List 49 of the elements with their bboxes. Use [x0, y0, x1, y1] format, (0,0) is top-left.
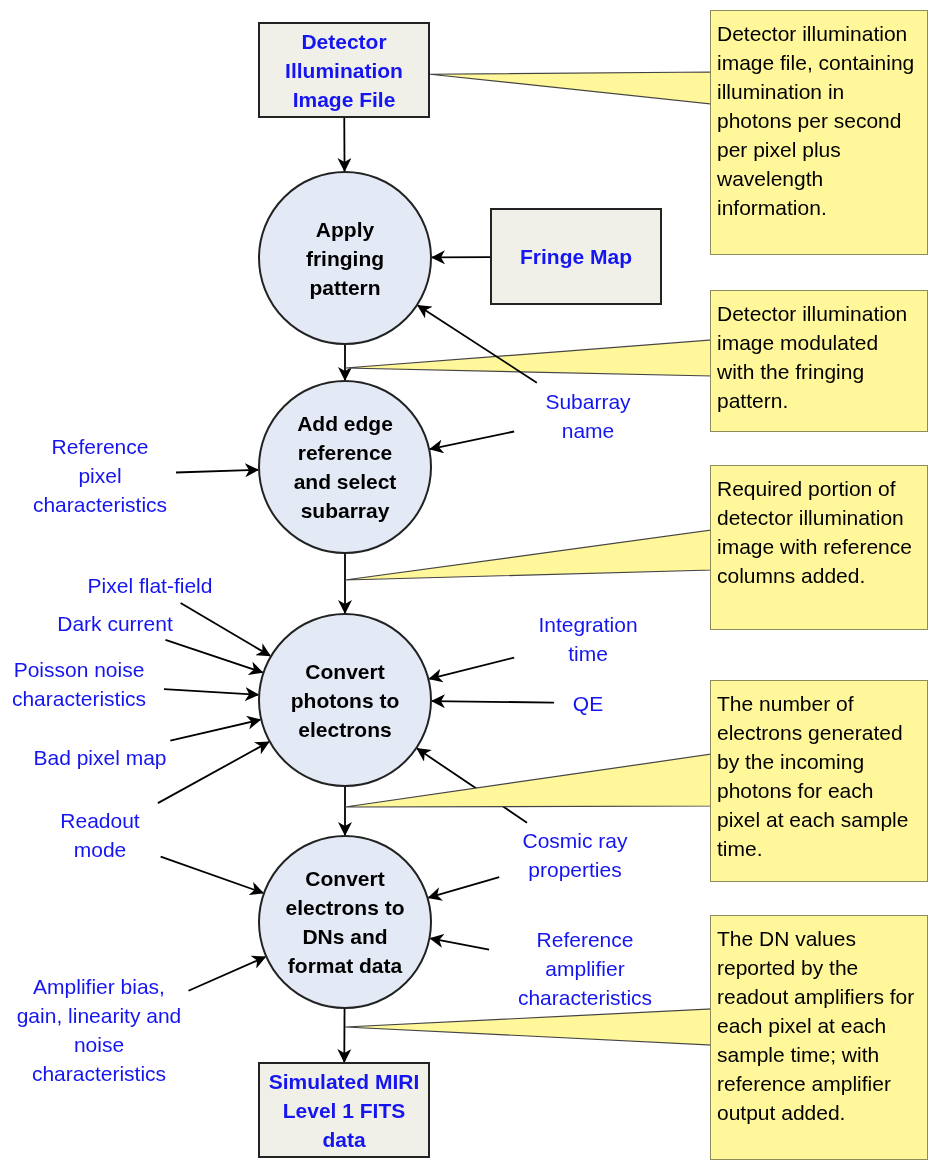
- arrow: [164, 639, 264, 675]
- arrow: [187, 955, 267, 992]
- arrow: [427, 876, 501, 901]
- data-box: Fringe Map: [490, 208, 662, 305]
- input-label: Amplifier bias, gain, linearity and noise characteristics: [15, 972, 183, 1088]
- arrow: [431, 694, 555, 709]
- input-label: Subarray name: [520, 386, 656, 446]
- arrow: [429, 933, 490, 951]
- arrow: [428, 656, 516, 683]
- arrow: [338, 553, 352, 614]
- input-label: Reference pixel characteristics: [30, 430, 170, 520]
- input-label: Bad pixel map: [20, 742, 180, 772]
- input-label: Pixel flat-field: [70, 570, 230, 600]
- arrow: [429, 430, 516, 454]
- arrow: [159, 855, 264, 896]
- arrow: [175, 463, 260, 478]
- process-circle: Convert electrons to DNs and format data: [258, 835, 432, 1009]
- callout-note: The number of electrons generated by the incoming photons for each pixel at each sample time.: [710, 680, 928, 882]
- callout-note: Required portion of detector illumination image with reference columns added.: [710, 465, 928, 630]
- callout-pointer: [344, 1008, 713, 1046]
- arrow: [417, 304, 538, 384]
- input-label: Integration time: [520, 610, 656, 668]
- input-label: Reference amplifier characteristics: [495, 925, 675, 1011]
- process-circle: Apply fringing pattern: [258, 171, 432, 345]
- input-label: Poisson noise characteristics: [0, 655, 158, 713]
- input-label: QE: [560, 688, 616, 718]
- callout-note: Detector illumination image modulated with the fringing pattern.: [710, 290, 928, 432]
- callout-note: The DN values reported by the readout amplifiers for each pixel at each sample time; with reference amplifier output added.: [710, 915, 928, 1160]
- callout-pointer: [344, 753, 713, 808]
- callout-pointer: [344, 339, 713, 377]
- arrow: [179, 602, 271, 657]
- arrow: [169, 715, 262, 742]
- callout-pointer: [429, 71, 713, 105]
- data-box: Simulated MIRI Level 1 FITS data: [258, 1062, 430, 1158]
- arrow: [337, 117, 352, 172]
- arrow: [338, 344, 352, 381]
- arrow: [431, 250, 491, 265]
- callout-pointer: [344, 529, 713, 581]
- arrow: [163, 687, 260, 701]
- arrow: [157, 741, 270, 804]
- process-circle: Add edge reference and select subarray: [258, 380, 432, 554]
- data-box: Detector Illumination Image File: [258, 22, 430, 118]
- input-label: Readout mode: [45, 806, 155, 864]
- input-label: Cosmic ray properties: [505, 826, 645, 884]
- callout-note: Detector illumination image file, containing illumination in photons per second per pixel plus wavelength information.: [710, 10, 928, 255]
- arrow: [337, 1008, 352, 1063]
- arrow: [338, 786, 352, 836]
- process-circle: Convert photons to electrons: [258, 613, 432, 787]
- input-label: Dark current: [40, 608, 190, 638]
